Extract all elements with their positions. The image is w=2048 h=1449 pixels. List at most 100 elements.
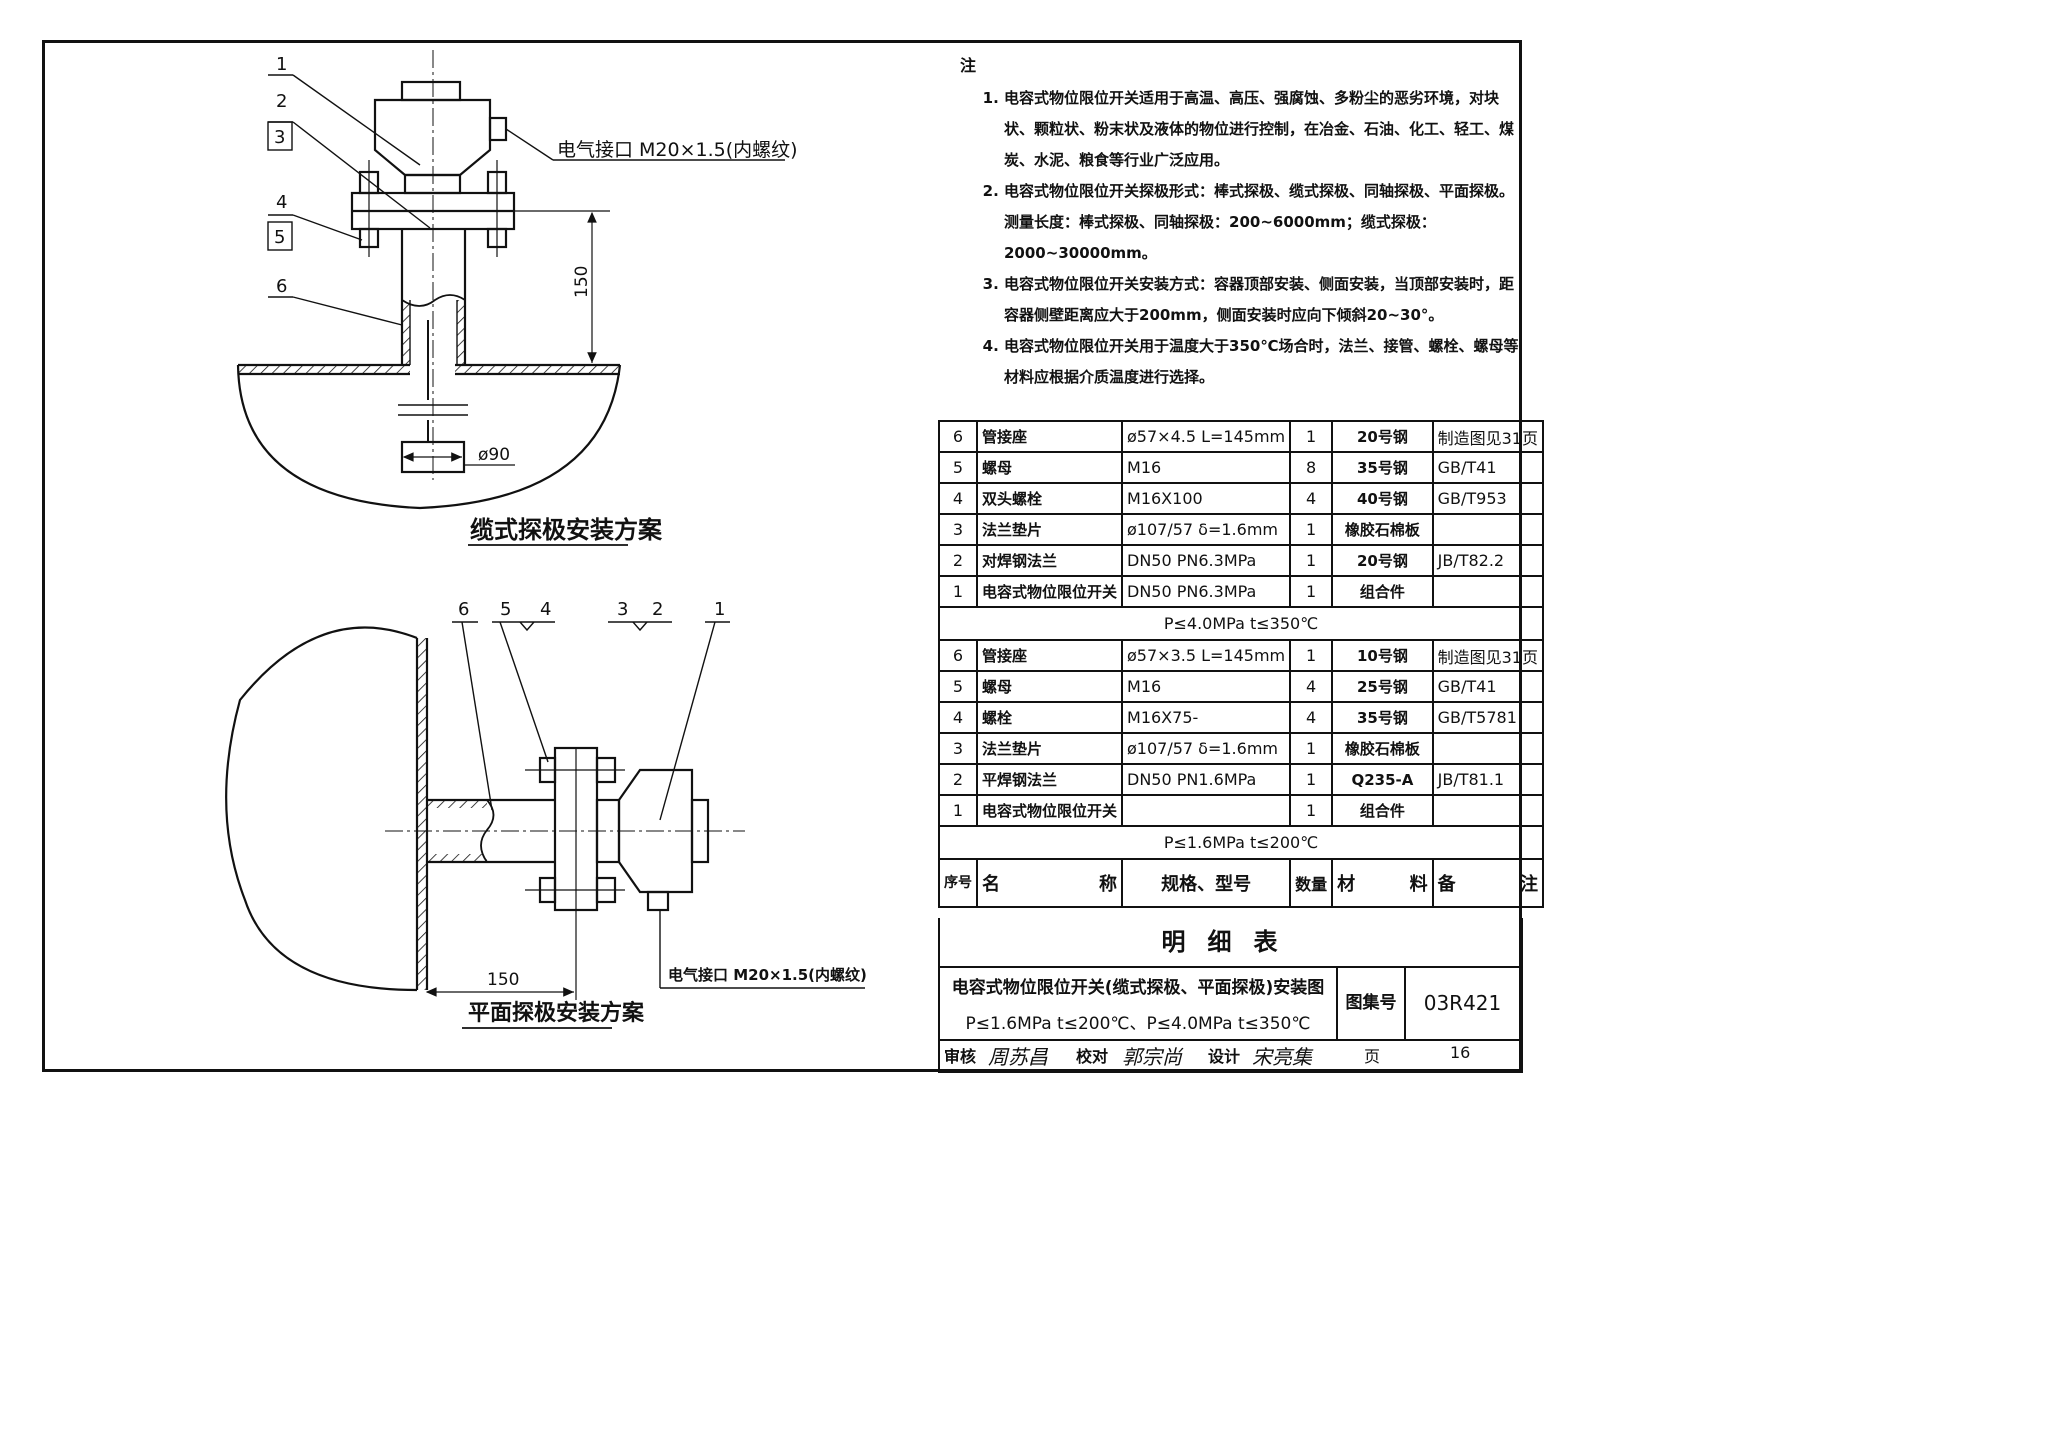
top-callout-4: 4 <box>276 192 287 213</box>
table-row: 4 双头螺栓 M16X100 4 40号钢 GB/T953 <box>938 482 1545 515</box>
bom-qty: 1 <box>1289 575 1334 608</box>
bom-material: 橡胶石棉板 <box>1331 732 1434 765</box>
bom-material: 35号钢 <box>1331 451 1434 484</box>
bom-qty: 1 <box>1289 544 1334 577</box>
bom-no: 4 <box>938 701 978 734</box>
bom-no: 6 <box>938 420 978 453</box>
bom-remark: GB/T953 <box>1431 482 1545 515</box>
bom-no: 6 <box>938 639 978 672</box>
bom-header-row: 序号 名称 规格、型号 数量 材料 备注 <box>938 858 1545 908</box>
side-callout-6: 6 <box>458 599 469 620</box>
side-view-drawing <box>225 621 865 1029</box>
page-number: 16 <box>1450 1043 1471 1062</box>
table-row: 6 管接座 ø57×3.5 L=145mm 1 10号钢 制造图见31页 <box>938 639 1545 672</box>
side-callout-4: 4 <box>540 599 551 620</box>
drawing-title: 电容式物位限位开关(缆式探极、平面探极)安装图 <box>951 978 1325 998</box>
side-callout-5: 5 <box>500 599 511 620</box>
bom-spec: DN50 PN1.6MPa <box>1121 763 1292 796</box>
bom-remark: JB/T81.1 <box>1431 763 1545 796</box>
bom-name: 法兰垫片 <box>975 513 1124 546</box>
bom-header-no: 序号 <box>938 858 978 908</box>
bom-spec: ø57×3.5 L=145mm <box>1121 639 1292 672</box>
check-label: 校对 <box>1076 1047 1109 1066</box>
side-length-dimension: 150 <box>487 970 519 990</box>
top-view-drawing <box>236 50 785 546</box>
bom-remark: GB/T41 <box>1431 670 1545 703</box>
bom-material: 35号钢 <box>1331 701 1434 734</box>
top-electrical-port-label: 电气接口 M20×1.5(内螺纹) <box>557 139 798 161</box>
bom-qty: 8 <box>1289 451 1334 484</box>
bom-material: 10号钢 <box>1331 639 1434 672</box>
bom-material: 25号钢 <box>1331 670 1434 703</box>
table-row: 6 管接座 ø57×4.5 L=145mm 1 20号钢 制造图见31页 <box>938 420 1545 453</box>
bom-material: Q235-A <box>1331 763 1434 796</box>
atlas-label: 图集号 <box>1336 968 1406 1039</box>
bom-remark: 制造图见31页 <box>1431 639 1545 672</box>
design-label: 设计 <box>1208 1047 1241 1066</box>
page-label: 页 <box>1364 1047 1381 1066</box>
top-view-caption: 缆式探极安装方案 <box>470 516 663 544</box>
side-electrical-port-label: 电气接口 M20×1.5(内螺纹) <box>668 966 867 984</box>
bom-table: 6 管接座 ø57×4.5 L=145mm 1 20号钢 制造图见31页 5 螺… <box>938 420 1545 908</box>
bom-spec: M16X75- <box>1121 701 1292 734</box>
side-callout-2: 2 <box>652 599 663 620</box>
note-item: 电容式物位限位开关适用于高温、高压、强腐蚀、多粉尘的恶劣环境，对块状、颗粒状、粉… <box>1004 83 1520 176</box>
bom-name: 平焊钢法兰 <box>975 763 1124 796</box>
bom-header-mat-b: 料 <box>1409 874 1428 895</box>
atlas-number: 03R421 <box>1423 991 1502 1015</box>
bom-spec: ø57×4.5 L=145mm <box>1121 420 1292 453</box>
bom-name: 管接座 <box>975 639 1124 672</box>
bom-qty: 1 <box>1289 639 1334 672</box>
bom-spec: ø107/57 δ=1.6mm <box>1121 732 1292 765</box>
table-row: 5 螺母 M16 4 25号钢 GB/T41 <box>938 670 1545 703</box>
bom-remark <box>1431 575 1545 608</box>
bom-remark <box>1431 794 1545 827</box>
bom-no: 5 <box>938 670 978 703</box>
table-row: 2 平焊钢法兰 DN50 PN1.6MPa 1 Q235-A JB/T81.1 <box>938 763 1545 796</box>
bom-remark <box>1431 732 1545 765</box>
bom-header-rem-a: 备 <box>1437 874 1456 895</box>
bom-material: 40号钢 <box>1331 482 1434 515</box>
bom-name: 管接座 <box>975 420 1124 453</box>
title-block: 电容式物位限位开关(缆式探极、平面探极)安装图 P≤1.6MPa t≤200℃、… <box>938 966 1523 1041</box>
table-row: 1 电容式物位限位开关 1 组合件 <box>938 794 1545 827</box>
drawing-sheet: 1 2 3 4 5 6 电气接口 M20×1.5(内螺纹) 150 ø90 缆式… <box>0 0 1544 1096</box>
bom-header-qty: 数量 <box>1289 858 1334 908</box>
bom-material: 橡胶石棉板 <box>1331 513 1434 546</box>
bom-name: 法兰垫片 <box>975 732 1124 765</box>
bom-spec: M16X100 <box>1121 482 1292 515</box>
bom-no: 4 <box>938 482 978 515</box>
top-callout-3: 3 <box>274 127 285 148</box>
table-row: 4 螺栓 M16X75- 4 35号钢 GB/T5781 <box>938 701 1545 734</box>
top-callout-5: 5 <box>274 227 285 248</box>
bom-remark: 制造图见31页 <box>1431 420 1545 453</box>
bom-remark: GB/T5781 <box>1431 701 1545 734</box>
table-row: 3 法兰垫片 ø107/57 δ=1.6mm 1 橡胶石棉板 <box>938 513 1545 546</box>
bom-qty: 1 <box>1289 732 1334 765</box>
bom-qty: 4 <box>1289 670 1334 703</box>
table-row: 5 螺母 M16 8 35号钢 GB/T41 <box>938 451 1545 484</box>
bom-condition-a: P≤4.0MPa t≤350℃ <box>938 606 1544 641</box>
top-diameter-dimension: ø90 <box>478 445 510 465</box>
bom-name: 电容式物位限位开关 <box>975 794 1124 827</box>
table-row: P≤1.6MPa t≤200℃ <box>938 825 1544 860</box>
bom-name: 螺母 <box>975 451 1124 484</box>
note-item: 电容式物位限位开关探极形式：棒式探极、缆式探极、同轴探极、平面探极。测量长度：棒… <box>1004 176 1520 269</box>
table-row: 1 电容式物位限位开关 DN50 PN6.3MPa 1 组合件 <box>938 575 1545 608</box>
drawing-subtitle: P≤1.6MPa t≤200℃、P≤4.0MPa t≤350℃ <box>965 1014 1311 1034</box>
bom-material: 20号钢 <box>1331 544 1434 577</box>
notes-block: 注 电容式物位限位开关适用于高温、高压、强腐蚀、多粉尘的恶劣环境，对块状、颗粒状… <box>960 50 1520 393</box>
bom-no: 3 <box>938 513 978 546</box>
bom-no: 1 <box>938 794 978 827</box>
top-height-dimension: 150 <box>572 266 592 298</box>
bom-name: 螺母 <box>975 670 1124 703</box>
notes-heading: 注 <box>960 56 977 75</box>
bom-name: 螺栓 <box>975 701 1124 734</box>
top-callout-2: 2 <box>276 91 287 112</box>
note-item: 电容式物位限位开关安装方式：容器顶部安装、侧面安装，当顶部安装时，距容器侧壁距离… <box>1004 269 1520 331</box>
review-signature: 周苏昌 <box>988 1045 1048 1069</box>
bom-spec: M16 <box>1121 451 1292 484</box>
bom-qty: 1 <box>1289 420 1334 453</box>
bom-no: 3 <box>938 732 978 765</box>
bom-spec: DN50 PN6.3MPa <box>1121 575 1292 608</box>
